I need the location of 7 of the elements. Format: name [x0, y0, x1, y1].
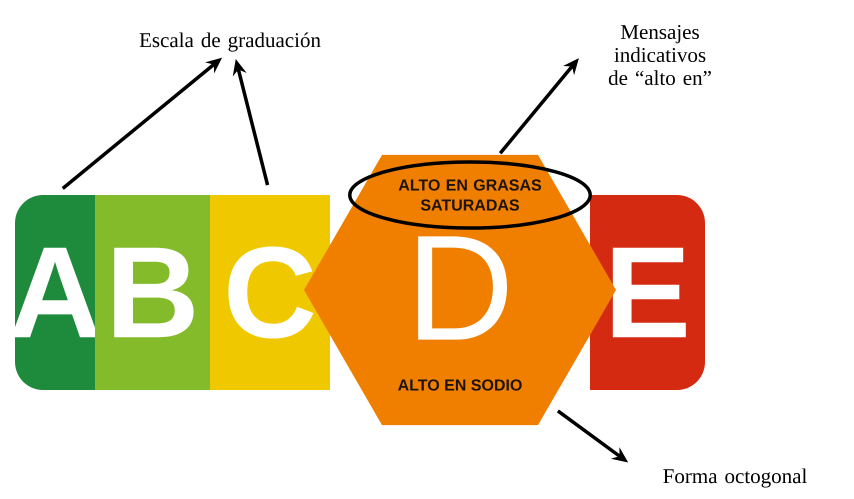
grade-box: B	[95, 195, 210, 390]
grade-box: E	[590, 195, 705, 390]
caption-text: Mensajes indicativos de “alto en”	[608, 24, 711, 86]
ellipse-highlight: ALTO EN GRASAS SATURADAS	[348, 160, 592, 230]
caption-text: Forma octogonal	[663, 468, 807, 488]
grade-box: C	[210, 195, 330, 390]
caption-text: Escala de graduación	[140, 32, 321, 52]
